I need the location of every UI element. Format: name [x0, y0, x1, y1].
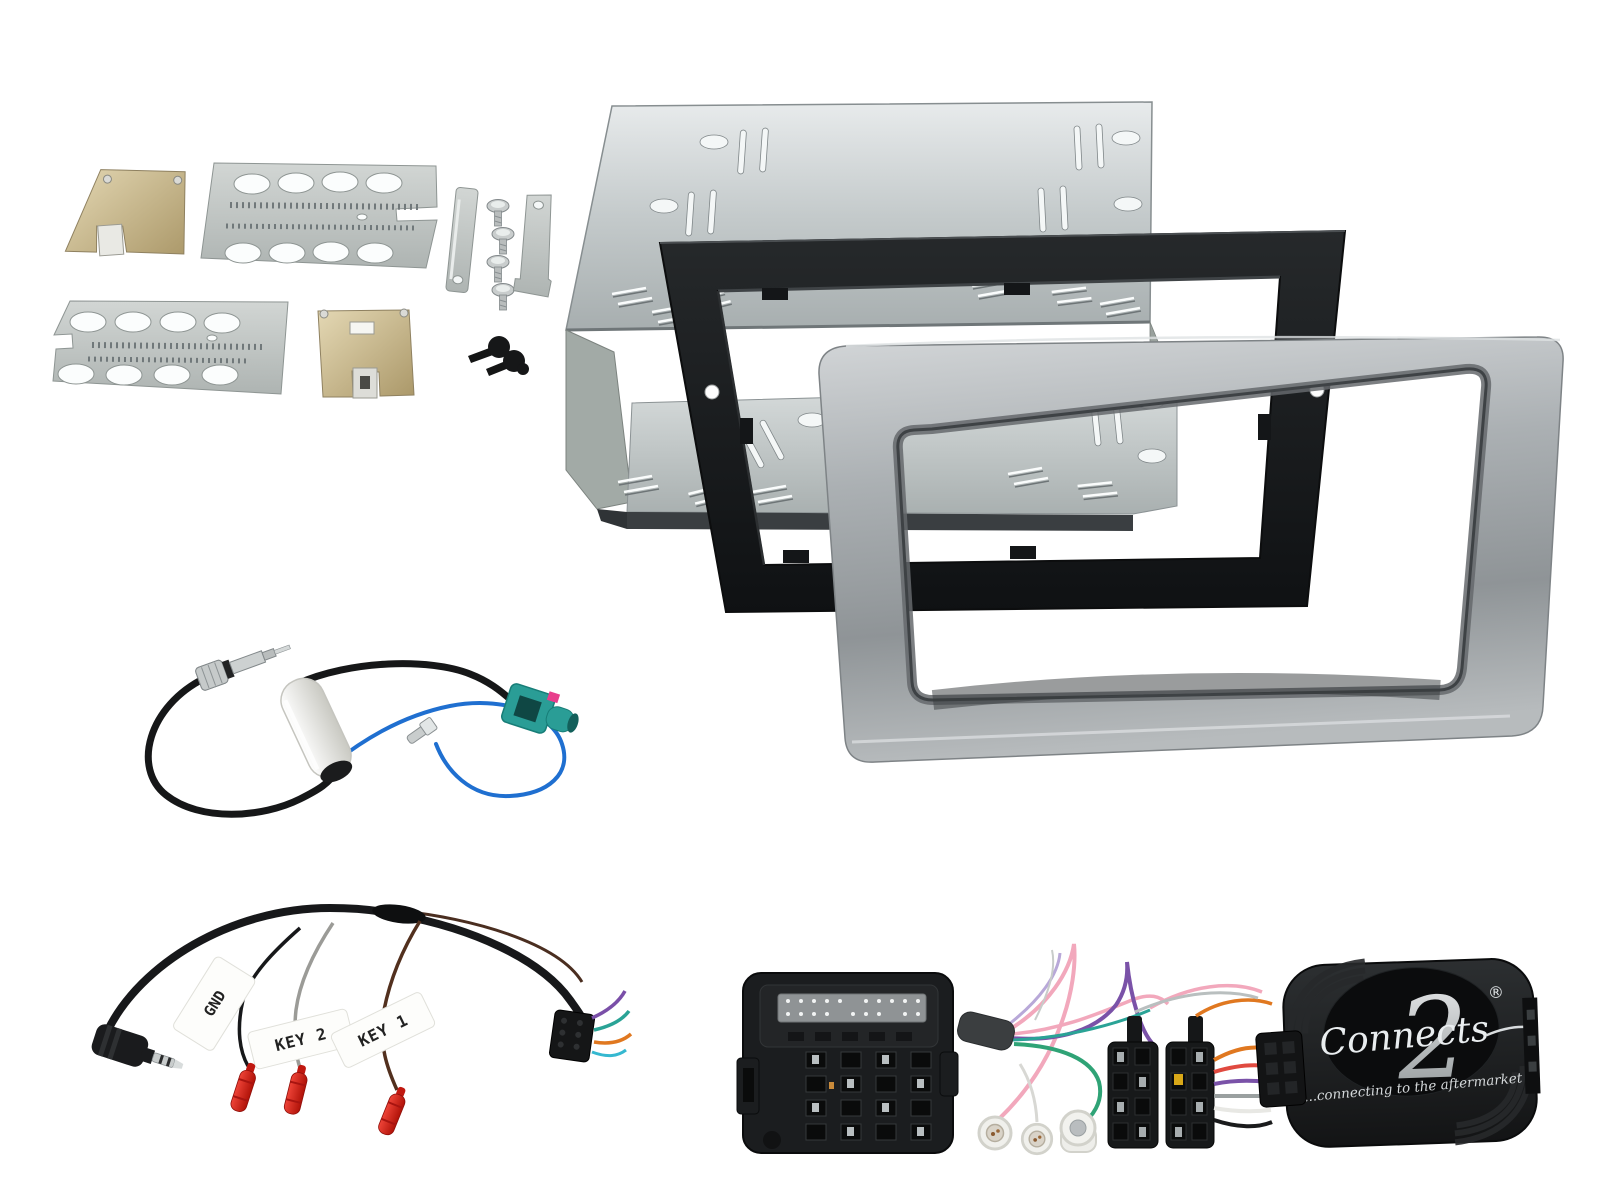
bullet-connector-large	[1059, 1109, 1097, 1153]
fascia-clip	[1010, 546, 1036, 559]
quadlock-iso-harness	[736, 943, 1273, 1156]
fascia-clip	[1258, 414, 1271, 440]
logo-panel	[1322, 967, 1500, 1097]
key1-label-flag: KEY 1	[330, 992, 436, 1068]
gold-bracket-1	[64, 169, 186, 257]
fakra-connector	[501, 683, 579, 734]
antenna-cable	[144, 674, 341, 818]
gauge-plate-large	[200, 162, 438, 269]
gnd-label-flag: GND	[173, 956, 256, 1051]
swc-interface-box: 2 Connects ® ...connecting to the afterm…	[1282, 958, 1541, 1148]
connects2-registered-mark: ®	[1488, 983, 1505, 1003]
gauge-plate-small	[52, 300, 289, 395]
bullet-connector	[1020, 1122, 1054, 1156]
fascia-screw-hole	[704, 384, 720, 400]
jack-plug-3-5mm	[91, 1024, 184, 1069]
fascia-clip	[1004, 283, 1030, 295]
quadlock-connector	[736, 972, 959, 1154]
swc-patch-lead: GND KEY 2 KEY 1	[91, 903, 633, 1138]
fascia-clip	[762, 288, 788, 300]
radio-removal-key-1	[445, 187, 479, 293]
iso-connectors	[1107, 1016, 1215, 1149]
antenna-cable	[293, 660, 516, 705]
phantom-power-blue-wire	[328, 701, 567, 799]
black-screws	[468, 336, 529, 376]
key2-label-flag: KEY 2	[247, 1008, 355, 1070]
red-crimp-terminal	[375, 1083, 412, 1138]
heatshrink-wrap	[957, 1011, 1015, 1051]
connects2-logo-numeral: 2	[1394, 973, 1471, 1105]
radio-removal-key-2	[512, 194, 552, 298]
cage-left-wall	[565, 329, 633, 510]
din-aerial-plug	[195, 644, 291, 691]
fitting-bracket-kit	[52, 162, 552, 399]
patch-lead-connector	[549, 1009, 595, 1063]
fascia-clip	[783, 550, 809, 563]
patch-lead-cable	[104, 903, 403, 1034]
antenna-adapter	[144, 644, 579, 818]
bullet-connector	[977, 1115, 1013, 1151]
phantom-power-cylinder	[280, 677, 353, 783]
red-crimp-terminal	[228, 1059, 261, 1115]
box-input-connector	[1255, 1030, 1307, 1108]
fascia-clip	[740, 418, 753, 444]
silver-fascia-frame	[818, 335, 1564, 763]
spade-terminal	[406, 717, 438, 744]
red-crimp-terminal	[281, 1062, 312, 1117]
black-fascia-frame	[658, 229, 1347, 614]
gold-bracket-2	[317, 308, 415, 399]
